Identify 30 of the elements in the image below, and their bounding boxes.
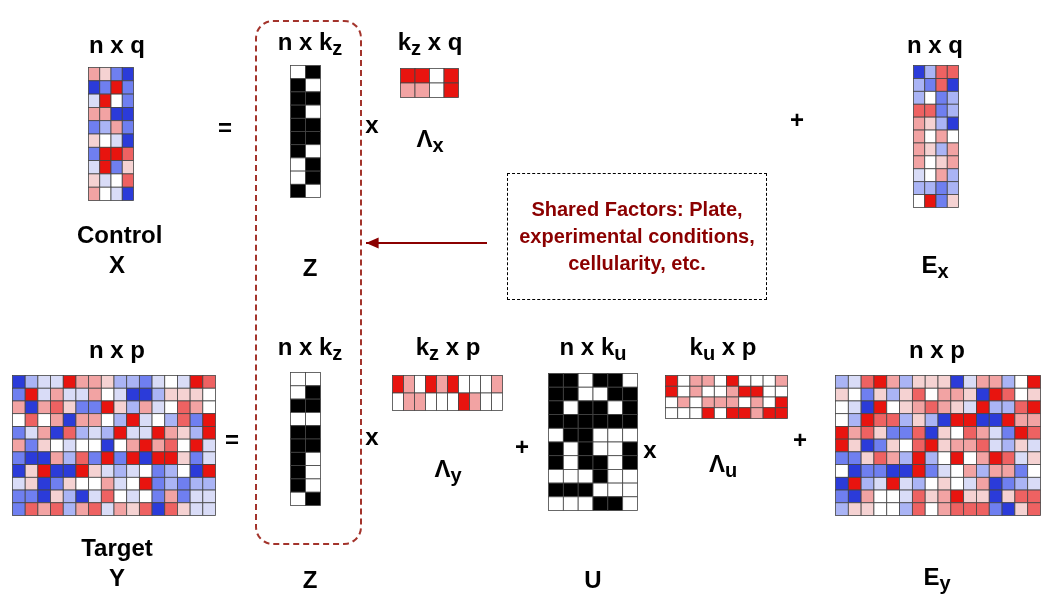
dimension-label: k$_{z}$ x q [397, 26, 463, 62]
matrix-symbol: Λ$_{u}$ [708, 448, 738, 484]
matrix-symbol: Z [302, 565, 318, 595]
plus-sign: + [515, 432, 529, 462]
plus-sign: + [793, 425, 807, 455]
matrix-symbol: U [584, 565, 602, 595]
matrix-name: Target Y [80, 533, 154, 593]
matrix-symbol: Z [302, 253, 318, 283]
multiply-sign: x [365, 422, 379, 452]
matrix-symbol: E$_{y}$ [923, 561, 951, 597]
plus-sign: + [790, 105, 804, 135]
arrow [365, 237, 488, 249]
matrix-symbol: Λ$_{y}$ [434, 453, 462, 489]
dimension-label: n x k$_{z}$ [277, 331, 343, 367]
dimension-label: k$_{z}$ x p [415, 331, 481, 367]
matrix-symbol: E$_{x}$ [921, 249, 949, 285]
multiply-sign: x [643, 435, 657, 465]
note-text: Shared Factors: Plate, experimental conditions, cellularity, etc. [518, 197, 756, 276]
dimension-label: n x k$_{z}$ [277, 26, 343, 62]
matrix-symbol: Λ$_{x}$ [416, 123, 444, 159]
dimension-label: n x q [89, 30, 145, 60]
note-box [507, 173, 767, 300]
equals-sign: = [218, 113, 232, 143]
equals-sign: = [225, 425, 239, 455]
dimension-label: n x p [909, 335, 965, 365]
multiply-sign: x [365, 110, 379, 140]
dimension-label: n x q [907, 30, 963, 60]
dimension-label: n x k$_{u}$ [559, 331, 627, 367]
dimension-label: k$_{u}$ x p [689, 331, 757, 367]
dimension-label: n x p [89, 335, 145, 365]
